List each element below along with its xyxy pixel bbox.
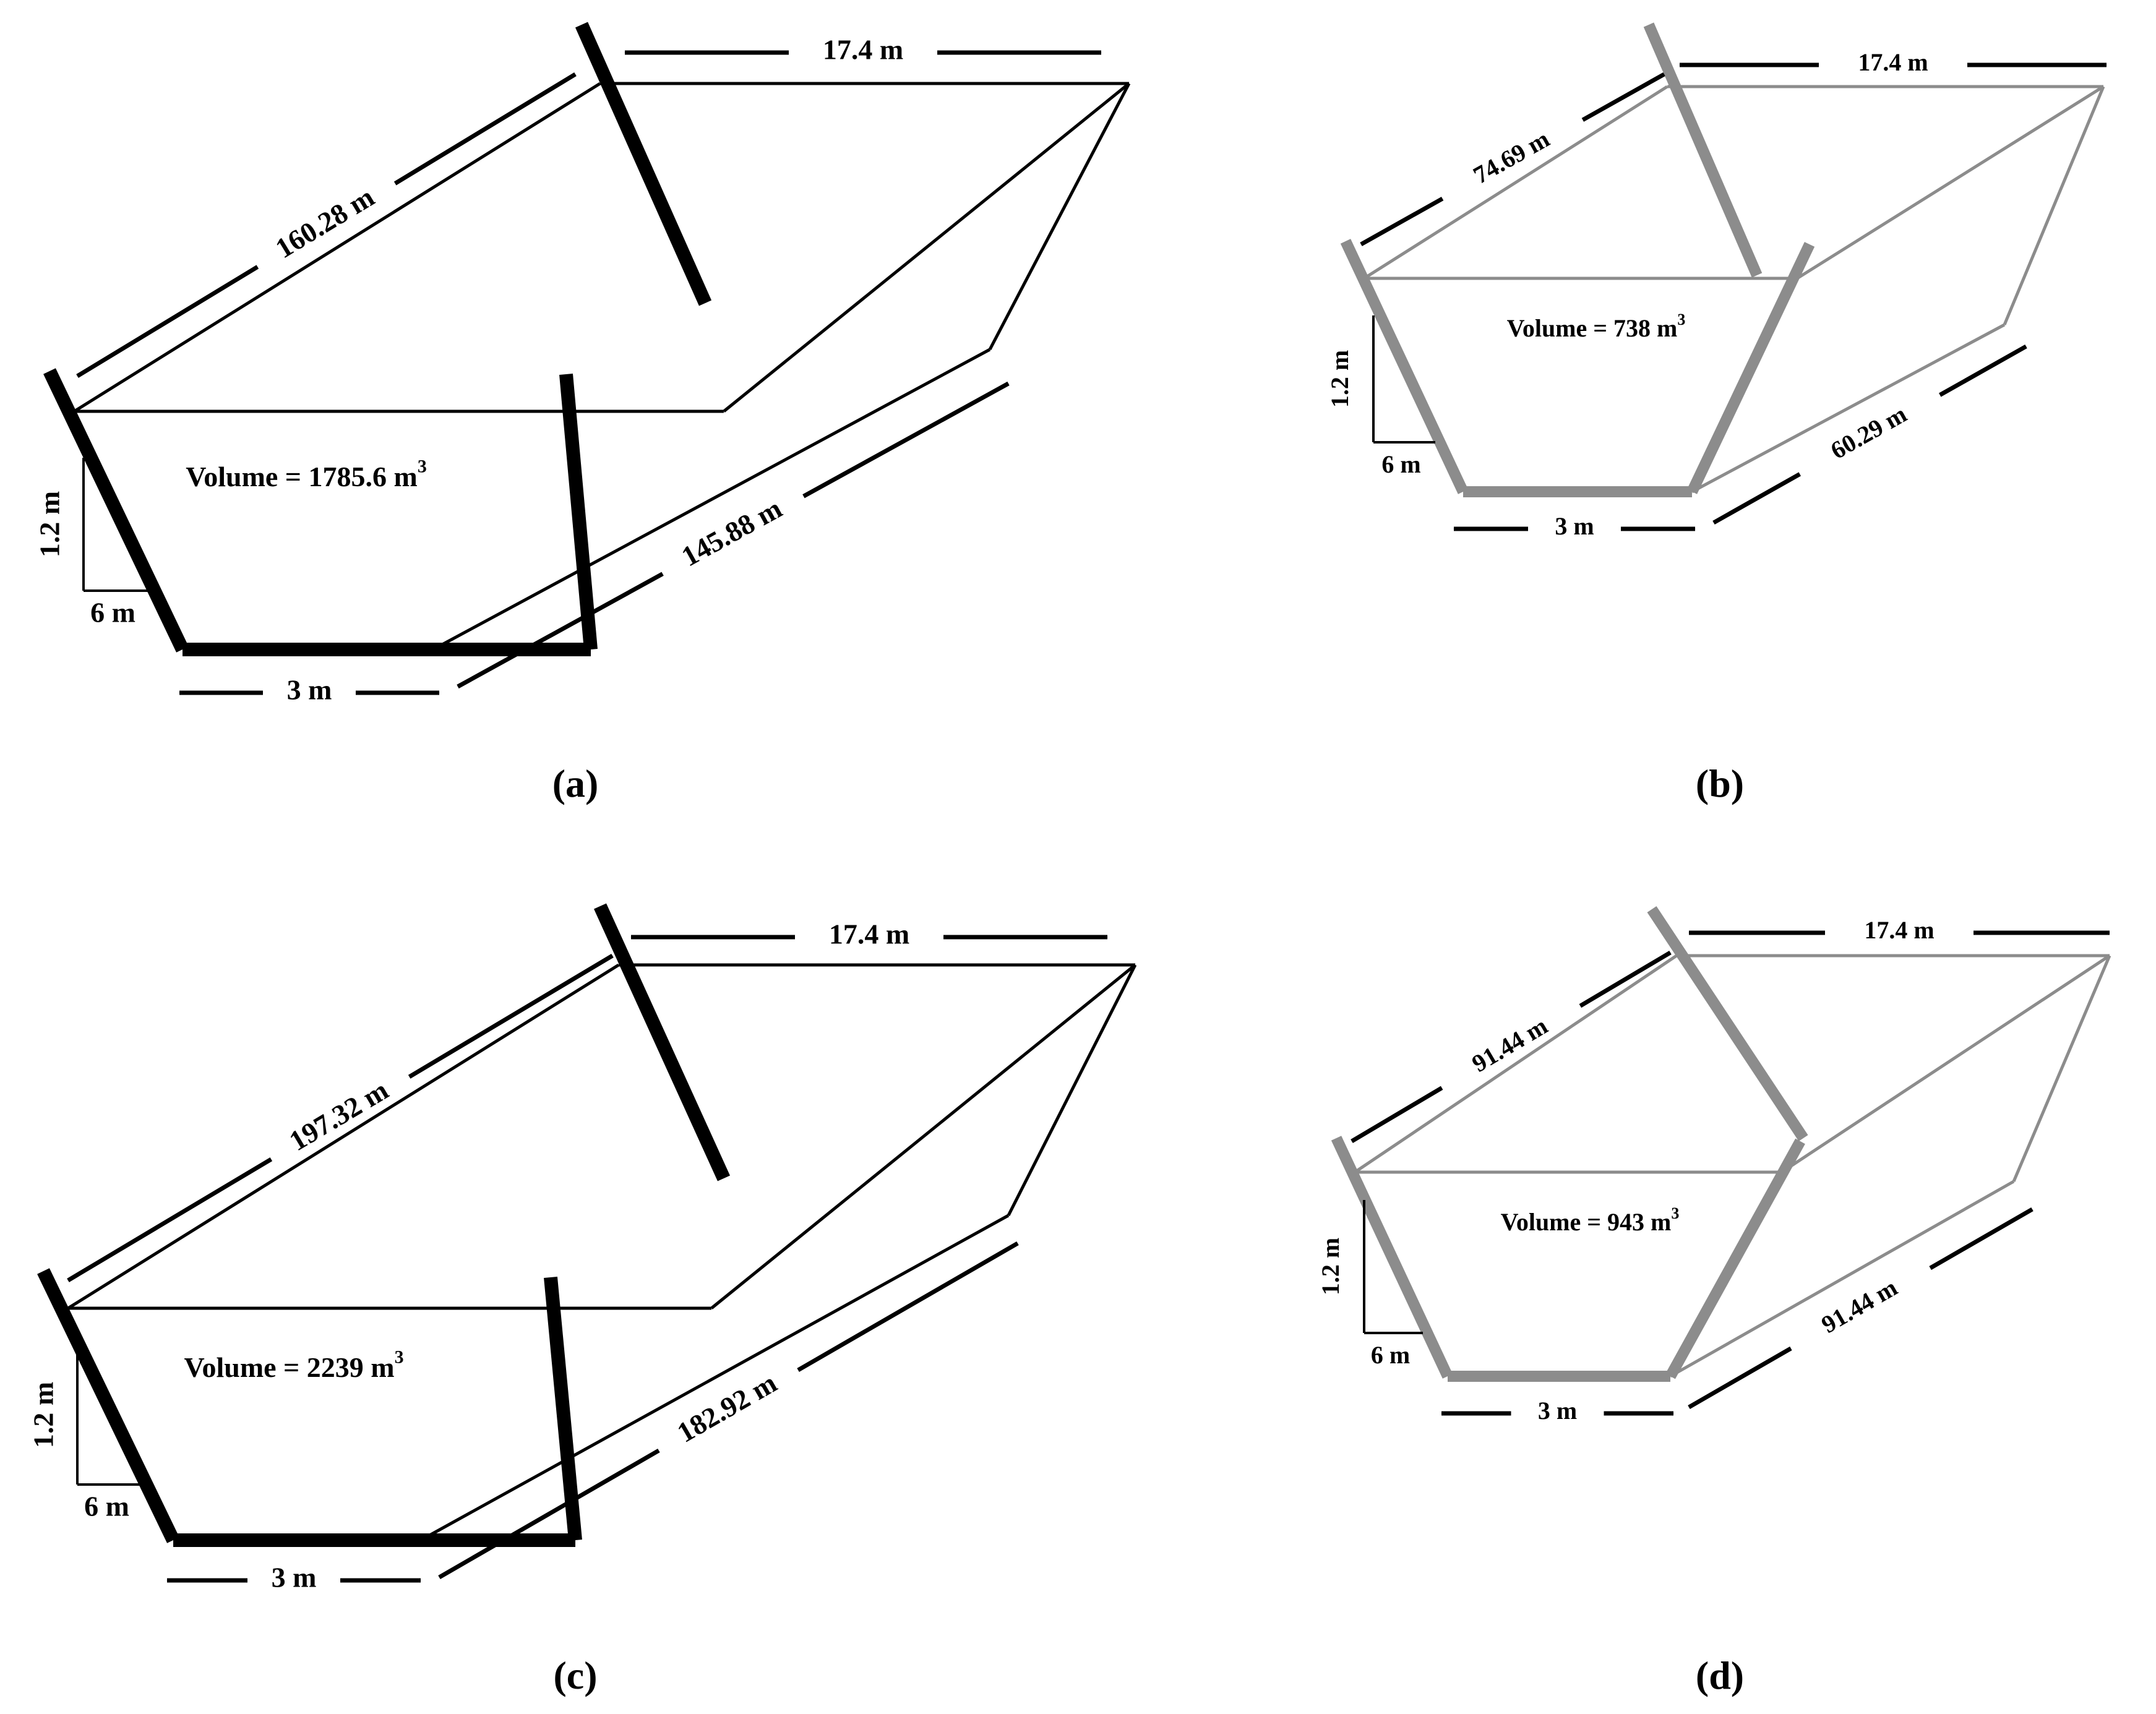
- left-top-edge: [1363, 85, 1669, 280]
- bottom-length-dimension-label: 91.44 m: [1816, 1273, 1902, 1339]
- volume-label: Volume = 1785.6 m3: [186, 456, 427, 492]
- channel-panel-a: 1.2 m 6 m Volume = 1785.6 m3 17.4 m 160.28 m…: [34, 22, 1131, 706]
- volume-label: Volume = 943 m3: [1501, 1204, 1680, 1236]
- bottom-width-dimension-label: 3 m: [1555, 512, 1594, 540]
- left-wall: [43, 368, 189, 653]
- depth-label: 1.2 m: [1316, 1238, 1344, 1295]
- bottom-width-dimension-label: 3 m: [272, 1562, 317, 1593]
- bottom-length-dimension-label: 145.88 m: [676, 492, 787, 573]
- top-width-dimension-label: 17.4 m: [829, 919, 909, 950]
- panel-caption-a: (a): [552, 761, 599, 805]
- volume-text: Volume = 943 m: [1501, 1208, 1672, 1236]
- channel-panel-b: 1.2 m 6 m Volume = 738 m3 17.4 m 74.69 m 60.2…: [1326, 22, 2107, 540]
- right-wall: [559, 374, 598, 650]
- right-wall: [544, 1276, 582, 1541]
- top-width-dimension-label: 17.4 m: [823, 34, 903, 66]
- right-top-edge: [1796, 85, 2105, 280]
- top-length-dimension-arrow-end: [1579, 950, 1672, 1008]
- bottom-length-dimension-arrow-end: [802, 381, 1010, 499]
- volume-text: Volume = 738 m: [1507, 314, 1678, 342]
- depth-label: 1.2 m: [34, 491, 66, 557]
- far-right-edge: [2012, 955, 2111, 1182]
- top-length-dimension-arrow-start: [76, 265, 259, 378]
- depth-label: 1.2 m: [1326, 350, 1354, 408]
- bottom-right-edge: [419, 1214, 1010, 1542]
- far-wall: [1643, 22, 1763, 278]
- top-length-dimension-arrow-start: [1360, 197, 1444, 247]
- side-slope-label: 6 m: [84, 1491, 129, 1522]
- volume-label: Volume = 738 m3: [1507, 311, 1686, 342]
- left-top-edge: [73, 82, 601, 413]
- far-wall: [575, 22, 712, 306]
- left-wall: [1340, 239, 1469, 494]
- volume-text: Volume = 1785.6 m: [186, 461, 418, 492]
- volume-exponent: 3: [1677, 311, 1685, 328]
- side-slope-label: 6 m: [1381, 450, 1420, 478]
- bottom-length-dimension-arrow-start: [1712, 472, 1802, 525]
- top-length-dimension-arrow-end: [408, 953, 614, 1079]
- bottom-length-dimension-arrow-end: [797, 1241, 1019, 1373]
- far-wall: [1647, 906, 1808, 1141]
- bottom-width-dimension-label: 3 m: [287, 674, 332, 706]
- bottom-length-dimension-arrow-start: [438, 1448, 660, 1580]
- left-wall: [37, 1268, 179, 1543]
- right-top-edge: [710, 964, 1136, 1309]
- bottom-length-dimension-label: 60.29 m: [1826, 400, 1911, 465]
- right-wall: [1665, 1138, 1805, 1379]
- top-width-dimension-label: 17.4 m: [1858, 48, 1928, 76]
- top-width-dimension-label: 17.4 m: [1864, 916, 1934, 944]
- top-length-dimension-arrow-start: [1351, 1086, 1443, 1144]
- volume-exponent: 3: [418, 456, 427, 476]
- left-top-edge: [1354, 954, 1678, 1174]
- bottom-right-edge: [1669, 1180, 2015, 1378]
- side-slope-label: 6 m: [1371, 1341, 1410, 1369]
- volume-exponent: 3: [1671, 1204, 1679, 1222]
- left-top-edge: [67, 963, 620, 1310]
- bottom-length-dimension-arrow-end: [1929, 1207, 2034, 1271]
- depth-label: 1.2 m: [28, 1382, 59, 1448]
- volume-label: Volume = 2239 m3: [184, 1347, 403, 1382]
- far-right-edge: [1007, 964, 1137, 1217]
- top-length-dimension-arrow-end: [393, 72, 577, 186]
- panel-caption-d: (d): [1695, 1653, 1745, 1697]
- volume-exponent: 3: [395, 1347, 404, 1367]
- bottom-length-dimension-label: 182.92 m: [672, 1367, 782, 1449]
- panel-caption-c: (c): [553, 1653, 598, 1697]
- right-top-edge: [723, 82, 1130, 413]
- panel-caption-b: (b): [1695, 761, 1745, 805]
- volume-text: Volume = 2239 m: [184, 1352, 394, 1383]
- top-length-dimension-label: 160.28 m: [270, 181, 379, 264]
- right-wall: [1686, 242, 1815, 494]
- bottom-length-dimension-arrow-end: [1938, 344, 2027, 397]
- bottom-right-edge: [1691, 323, 2006, 494]
- top-length-dimension-arrow-start: [67, 1157, 273, 1283]
- top-length-dimension-label: 74.69 m: [1469, 124, 1554, 189]
- bottom-length-dimension-arrow-start: [1688, 1346, 1792, 1410]
- far-wall: [593, 903, 731, 1181]
- bottom-width-dimension-label: 3 m: [1538, 1397, 1577, 1425]
- left-wall: [1331, 1136, 1453, 1379]
- bottom-length-dimension-arrow-start: [457, 572, 664, 689]
- bottom-right-edge: [432, 348, 991, 651]
- far-right-edge: [2003, 86, 2105, 325]
- far-right-edge: [988, 82, 1131, 351]
- top-length-dimension-arrow-end: [1581, 72, 1665, 122]
- side-slope-label: 6 m: [90, 597, 135, 628]
- right-top-edge: [1780, 954, 2111, 1174]
